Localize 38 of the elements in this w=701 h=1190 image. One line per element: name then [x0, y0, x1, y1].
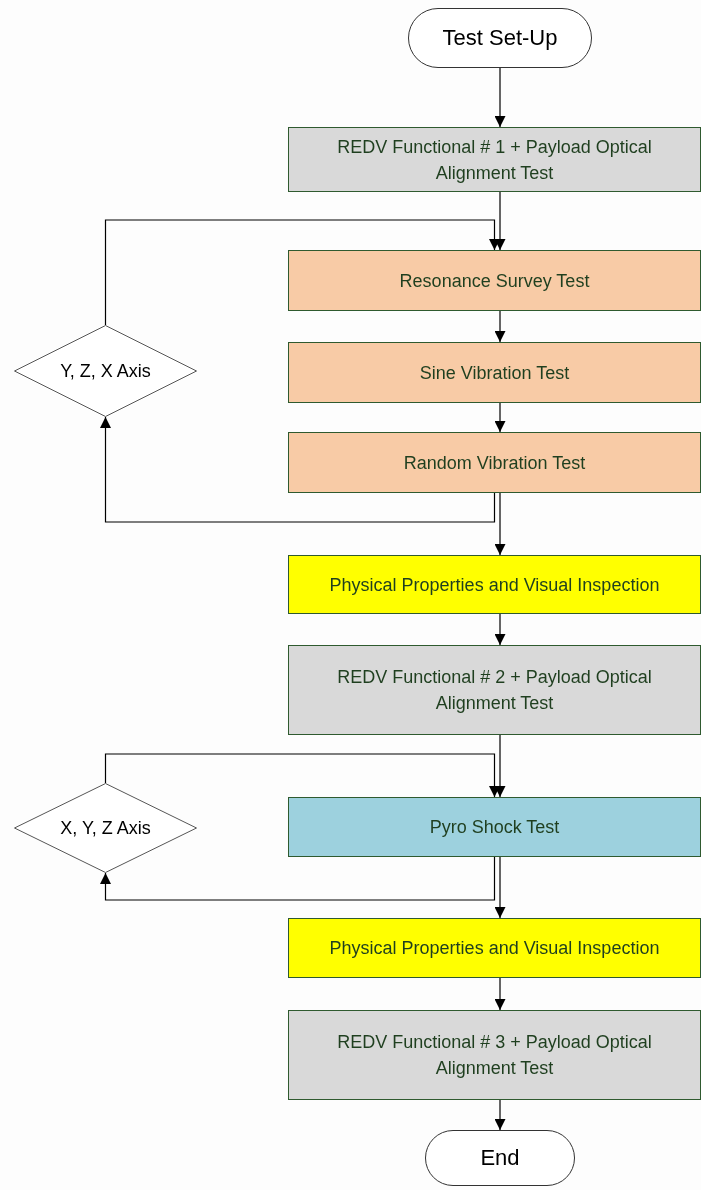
node-label: Physical Properties and Visual Inspection: [328, 937, 661, 960]
node-label: REDV Functional # 2 + Payload Optical Alignment Test: [336, 666, 653, 715]
arrow: [494, 734, 506, 798]
node-label: REDV Functional # 1 + Payload Optical Alignment Test: [336, 135, 653, 185]
process-box: [288, 342, 701, 403]
arrow: [494, 67, 506, 128]
node-label: REDV Functional # 3 + Payload Optical Alignment Test: [336, 1031, 653, 1080]
process-box: [288, 555, 701, 614]
node-label: Resonance Survey Test: [398, 269, 591, 293]
process-box: [288, 1010, 701, 1100]
arrow: [494, 310, 506, 343]
node-label: Y, Z, X Axis: [59, 360, 152, 383]
process-box: [288, 432, 701, 493]
node-label: Random Vibration Test: [402, 451, 587, 475]
arrow: [494, 977, 506, 1011]
process-box: [288, 127, 701, 192]
decision-diamond: [14, 783, 197, 873]
arrow: [494, 402, 506, 433]
arrow: [494, 492, 506, 556]
arrow: [494, 1099, 506, 1131]
arrow: [100, 416, 496, 523]
process-box: [288, 918, 701, 978]
arrow: [100, 856, 496, 901]
arrow: [494, 191, 506, 251]
node-label: Sine Vibration Test: [418, 361, 571, 385]
node-label: X, Y, Z Axis: [59, 817, 152, 840]
node-label: Test Set-Up: [441, 25, 559, 51]
node-label: End: [479, 1145, 521, 1171]
arrow: [104, 219, 500, 326]
process-box: [288, 250, 701, 311]
process-box: [288, 645, 701, 735]
process-box: [288, 797, 701, 857]
node-label: Physical Properties and Visual Inspection: [328, 573, 661, 597]
arrow: [104, 753, 500, 798]
decision-diamond: [14, 325, 197, 417]
node-label: Pyro Shock Test: [428, 816, 561, 839]
arrow: [494, 856, 506, 919]
arrow: [494, 613, 506, 646]
